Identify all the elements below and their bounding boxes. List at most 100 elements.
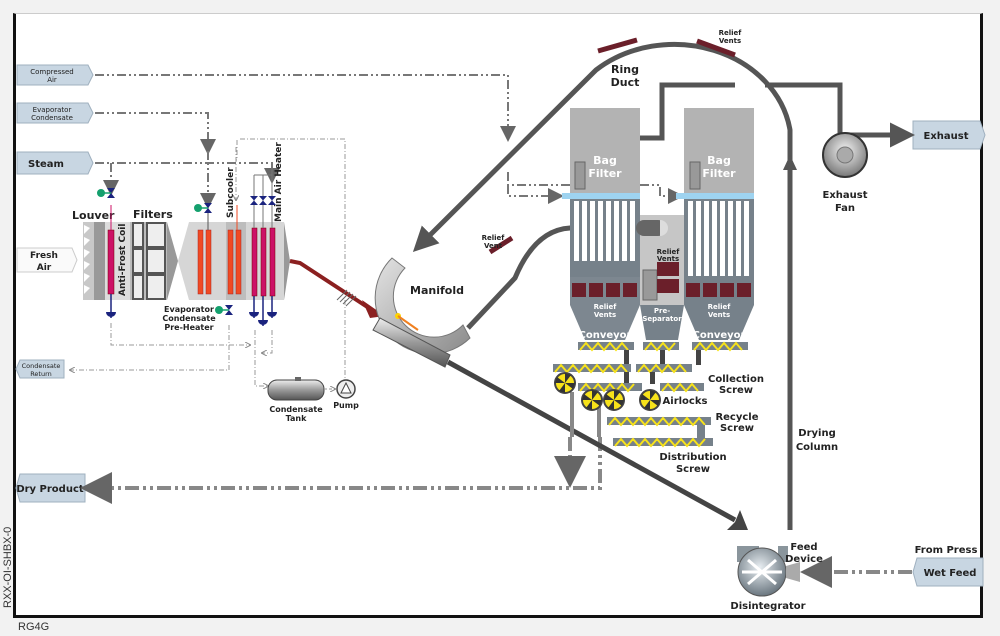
dry-product-line [80, 437, 602, 504]
svg-text:Compressed: Compressed [30, 68, 74, 76]
pump-icon [336, 379, 356, 399]
disintegrator-icon [737, 546, 800, 597]
collection-screw-2 [636, 363, 692, 374]
main-air-heater-label: Main Air Heater [274, 142, 284, 222]
preheater-label-3: Pre-Heater [164, 323, 213, 332]
ring-duct-label-2: Duct [611, 76, 640, 89]
svg-text:Condensate: Condensate [31, 114, 73, 122]
preheater-label-1: Evaporator [164, 305, 214, 314]
exhaust-fan-icon [822, 132, 868, 178]
conveyor-screw-3 [692, 341, 748, 352]
relief-vent-label-1: Relief [482, 234, 506, 242]
exhaust-fan-label-1: Exhaust [823, 190, 868, 201]
valve-icon [215, 305, 233, 315]
pre-separator-duct [466, 225, 620, 330]
tank-label-2: Tank [286, 414, 308, 423]
ring-relief-vents [597, 37, 736, 58]
relief-vents-1-label-2: Vents [594, 311, 616, 319]
ring-relief-label-2: Vents [719, 37, 741, 45]
bag-filter-2-label-2: Filter [702, 167, 736, 180]
drawing-code-bottom: RG4G [18, 621, 50, 633]
distribution-screw-label-1: Distribution [659, 452, 726, 463]
manifold [374, 257, 471, 355]
filter-bags [688, 201, 749, 276]
feed-device-label-1: Feed [790, 542, 817, 553]
tag-evaporator-condensate: Evaporator Condensate [16, 102, 94, 124]
recycle-screw-label-2: Screw [720, 423, 754, 434]
collection-screw-3 [578, 382, 642, 393]
svg-text:Wet Feed: Wet Feed [924, 568, 977, 579]
disintegrator-label: Disintegrator [730, 601, 805, 612]
ring-relief-label-1: Relief [719, 29, 743, 37]
relief-vent [597, 37, 638, 54]
relief-vent-label-2: Vent [484, 242, 503, 250]
hot-air-duct [289, 259, 377, 314]
airlock-icon [639, 389, 661, 411]
collection-screw-4 [660, 382, 704, 393]
anti-frost-coil [105, 205, 130, 318]
tag-exhaust: Exhaust [912, 120, 986, 150]
filters-label: Filters [133, 208, 173, 221]
feed-device-label-2: Device [785, 554, 823, 565]
feed-mixer [372, 313, 451, 368]
pre-separator [636, 215, 684, 340]
relief-vents-1-label-1: Relief [594, 303, 618, 311]
relief-vents-2-label-1: Relief [657, 248, 681, 256]
exhaust-fan-label-2: Fan [835, 203, 855, 214]
valve-icon [250, 196, 258, 205]
airlocks-label: Airlocks [663, 396, 708, 407]
airlock-icon [603, 389, 625, 411]
pump-label: Pump [333, 401, 359, 410]
conveyor-1-label: Conveyor [579, 330, 632, 341]
svg-text:Air: Air [37, 263, 52, 273]
airlock-icon [581, 389, 603, 411]
steam-trap-icon [258, 320, 268, 325]
louver [83, 222, 105, 300]
ring-duct [412, 41, 793, 530]
conveyor-screw-1 [578, 341, 634, 352]
valve-icons [97, 188, 276, 315]
manifold-relief-vent [488, 235, 514, 255]
bag-filter-1-label-2: Filter [588, 167, 622, 180]
distribution-screw [613, 437, 713, 448]
steam-trap-icon [249, 312, 259, 317]
feed-line [446, 359, 737, 523]
expansion-joint [336, 289, 357, 307]
svg-text:Fresh: Fresh [30, 251, 58, 261]
subcooler-coils [227, 205, 242, 295]
exhaust-duct [640, 82, 915, 150]
screw-conveyors [553, 341, 748, 448]
collection-screw-label-1: Collection [708, 374, 764, 385]
main-air-heater-coils [251, 163, 276, 326]
louver-label: Louver [72, 209, 115, 222]
tag-steam: Steam [16, 151, 94, 175]
condensate-tank [267, 377, 325, 401]
valve-icon [268, 196, 276, 205]
tank-label-1: Condensate [269, 405, 323, 414]
tag-fresh-air: Fresh Air [16, 247, 78, 273]
tag-condensate-return: Condensate Return [15, 359, 65, 379]
svg-text:Air: Air [47, 76, 57, 84]
from-press-label: From Press [915, 545, 978, 556]
conveyor-2-label: Conveyor [693, 330, 746, 341]
drawing-code-side: RXX-OI-SHBX-0 [2, 526, 14, 608]
pre-separator-label-1: Pre- [654, 307, 670, 315]
ring-duct-label-1: Ring [611, 63, 639, 76]
svg-text:Condensate: Condensate [22, 362, 61, 370]
collection-screw-label-2: Screw [719, 385, 753, 396]
valve-icon [259, 196, 267, 205]
filters [130, 222, 178, 300]
tag-compressed-air: Compressed Air [16, 64, 94, 86]
bag-filter-2-label-1: Bag [707, 154, 731, 167]
recycle-screw [607, 416, 711, 427]
relief-vents-3-label-2: Vents [708, 311, 730, 319]
pre-separator-label-2: Separator [642, 315, 682, 323]
subcooler-label: Subcooler [226, 167, 236, 218]
filter-bags [574, 201, 635, 261]
feed-arrow [727, 510, 748, 530]
svg-text:Return: Return [30, 370, 52, 378]
svg-text:Steam: Steam [28, 159, 64, 170]
valve-icon [194, 203, 212, 213]
preheater-coils [197, 205, 212, 295]
